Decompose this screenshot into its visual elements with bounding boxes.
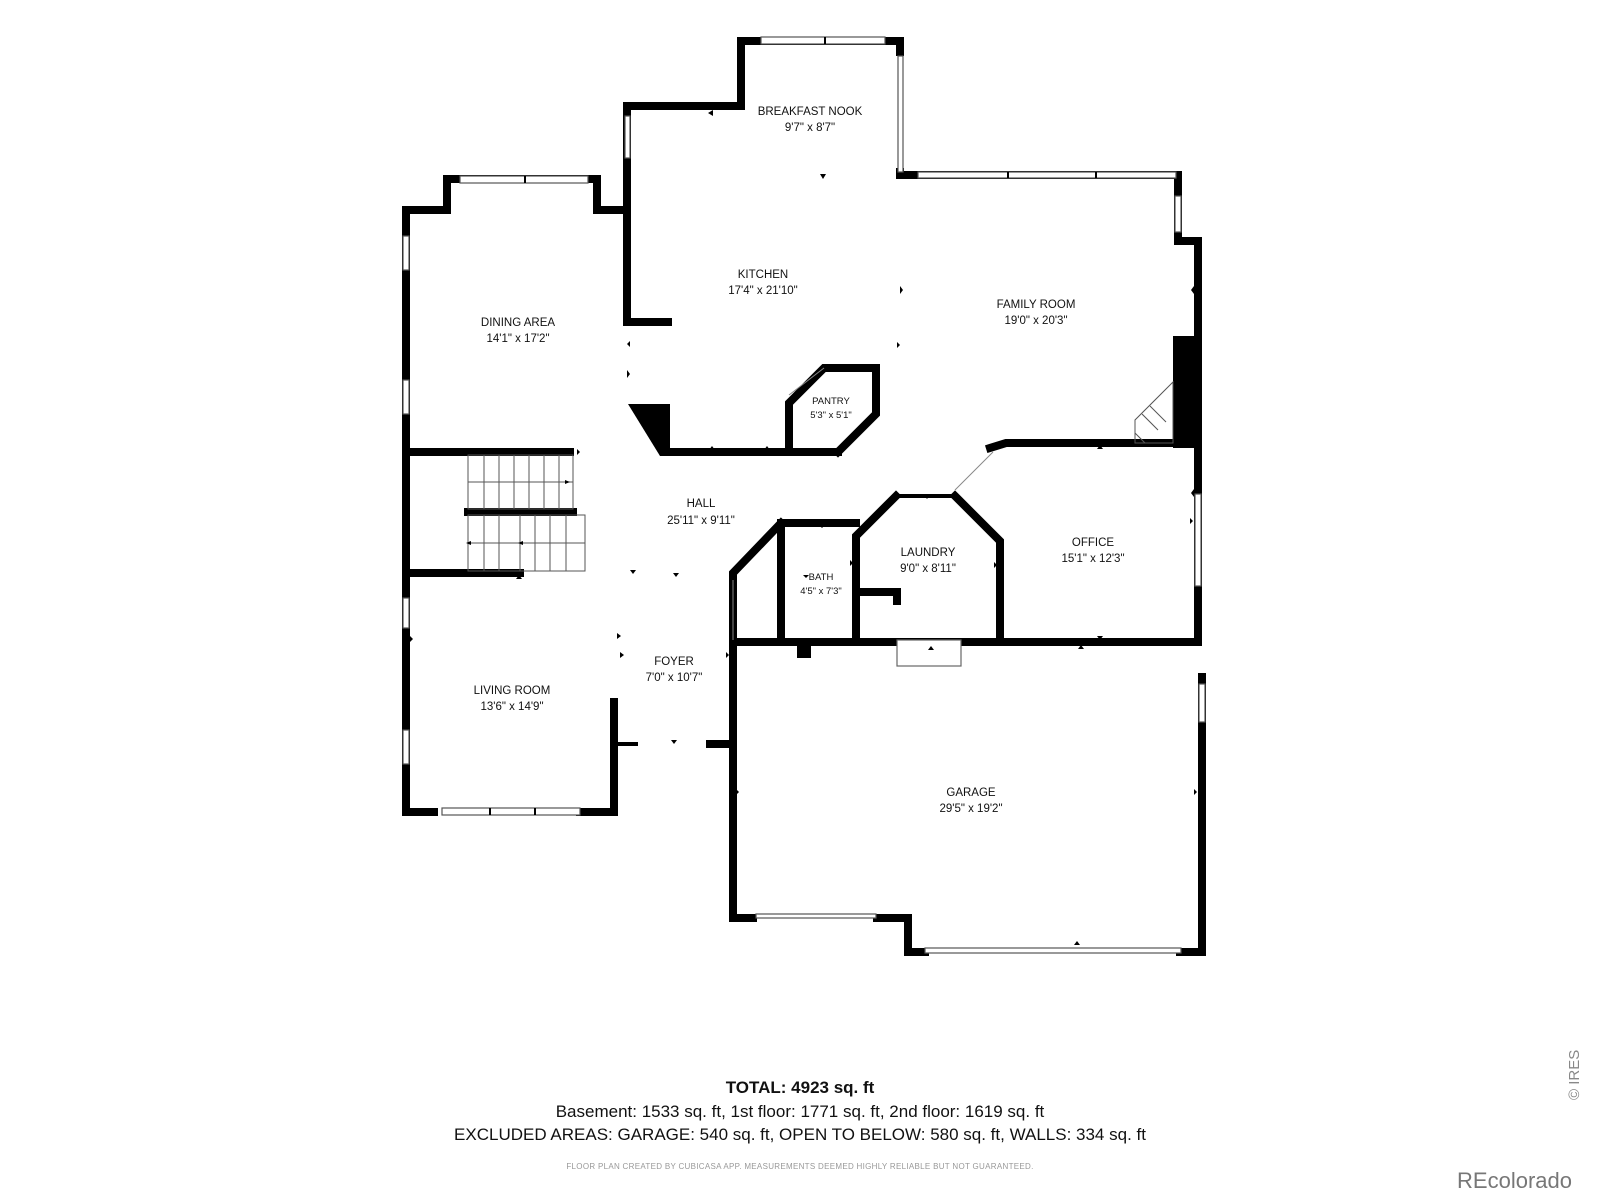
pantry-door-opening (788, 367, 825, 396)
floor-areas: Basement: 1533 sq. ft, 1st floor: 1771 s… (555, 1102, 1045, 1121)
stairs (466, 454, 586, 572)
room-dim-laundry: 9'0" x 8'11" (900, 563, 956, 575)
room-dim-kitchen: 17'4" x 21'10" (728, 285, 797, 297)
room-name-bath: BATH (809, 572, 834, 583)
direction-markers (410, 110, 1197, 945)
room-name-dining-area: DINING AREA (481, 317, 555, 329)
room-dim-garage: 29'5" x 19'2" (939, 803, 1002, 815)
room-name-garage: GARAGE (946, 787, 996, 799)
office-door-opening (954, 451, 994, 491)
total-area: TOTAL: 4923 sq. ft (725, 1078, 875, 1097)
disclaimer: FLOOR PLAN CREATED BY CUBICASA APP. MEAS… (566, 1162, 1034, 1171)
room-dim-living-room: 13'6" x 14'9" (480, 701, 543, 713)
room-dim-breakfast-nook: 9'7" x 8'7" (785, 122, 835, 134)
room-dim-family-room: 19'0" x 20'3" (1004, 315, 1067, 327)
room-name-living-room: LIVING ROOM (474, 685, 551, 697)
room-dim-dining-area: 14'1" x 17'2" (486, 333, 549, 345)
fireplace-hearth (1134, 380, 1174, 444)
brand-logo: REcolorado (1457, 1168, 1572, 1193)
room-dim-pantry: 5'3" x 5'1" (810, 410, 852, 421)
kitchen-counter (628, 404, 670, 456)
room-name-breakfast-nook: BREAKFAST NOOK (758, 106, 863, 118)
room-labels: BREAKFAST NOOK 9'7" x 8'7" KITCHEN 17'4"… (474, 106, 1125, 815)
room-name-pantry: PANTRY (812, 396, 850, 407)
room-name-office: OFFICE (1072, 537, 1114, 549)
room-name-hall: HALL (687, 498, 716, 510)
walls (402, 37, 1206, 956)
room-dim-bath: 4'5" x 7'3" (800, 586, 842, 597)
room-name-laundry: LAUNDRY (901, 547, 956, 559)
room-name-foyer: FOYER (654, 656, 694, 668)
room-name-family-room: FAMILY ROOM (997, 299, 1076, 311)
windows (402, 36, 1206, 954)
excluded-areas: EXCLUDED AREAS: GARAGE: 540 sq. ft, OPEN… (454, 1125, 1146, 1144)
room-dim-hall: 25'11" x 9'11" (667, 515, 735, 527)
room-name-kitchen: KITCHEN (738, 269, 788, 281)
room-dim-office: 15'1" x 12'3" (1061, 553, 1124, 565)
room-dim-foyer: 7'0" x 10'7" (646, 672, 703, 684)
ires-watermark: © IRES (1566, 1049, 1583, 1100)
